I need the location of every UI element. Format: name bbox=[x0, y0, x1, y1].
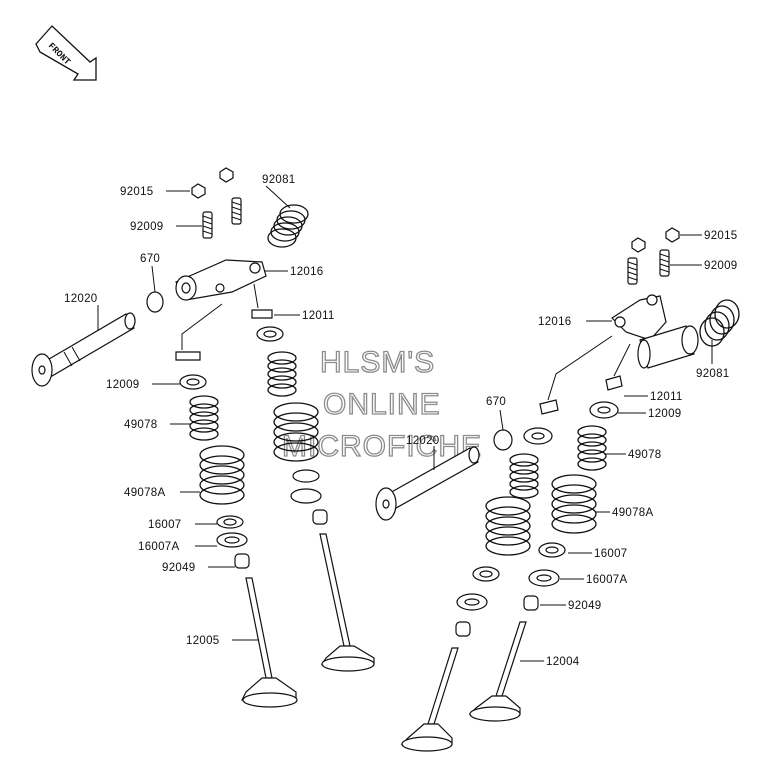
label-16007A-left: 16007A bbox=[138, 541, 179, 553]
adjust-screw-right-a bbox=[627, 257, 638, 285]
part-labels: 92015 92081 92009 670 12016 12020 12011 … bbox=[64, 174, 737, 668]
exhaust-valve-left bbox=[241, 577, 298, 708]
label-92049-left: 92049 bbox=[162, 562, 195, 574]
label-49078-right: 49078 bbox=[628, 449, 661, 461]
spring-seat-left-2 bbox=[292, 469, 320, 483]
label-49078A-left: 49078A bbox=[124, 487, 165, 499]
o-ring-right bbox=[493, 429, 513, 451]
label-670-right: 670 bbox=[486, 396, 506, 408]
label-92015-left: 92015 bbox=[120, 186, 153, 198]
exhaust-valve-left-2 bbox=[319, 533, 375, 672]
inner-spring-right-2 bbox=[577, 425, 607, 471]
label-12004: 12004 bbox=[546, 656, 580, 668]
label-49078A-right: 49078A bbox=[612, 507, 653, 519]
label-12016-right: 12016 bbox=[538, 316, 571, 328]
label-16007-right: 16007 bbox=[594, 548, 627, 560]
label-12009-left: 12009 bbox=[106, 379, 139, 391]
label-49078-left: 49078 bbox=[124, 419, 157, 431]
adjust-screw-left-b bbox=[231, 197, 242, 225]
leader-lines bbox=[97, 185, 713, 662]
stem-seal-left bbox=[234, 553, 250, 569]
label-12020-left: 12020 bbox=[64, 293, 97, 305]
label-12011-left: 12011 bbox=[302, 310, 335, 322]
washer-left-2 bbox=[290, 488, 322, 504]
label-12016-left: 12016 bbox=[290, 266, 323, 278]
label-92049-right: 92049 bbox=[568, 600, 601, 612]
inner-spring-left bbox=[189, 395, 219, 441]
adjust-screw-right-b bbox=[659, 249, 670, 277]
o-ring-left bbox=[146, 291, 164, 313]
outer-spring-right bbox=[485, 496, 531, 556]
label-12020-right: 12020 bbox=[406, 435, 439, 447]
rocker-shaft-right bbox=[637, 325, 699, 369]
tappet-cap-left bbox=[175, 351, 201, 361]
inner-spring-right bbox=[509, 453, 539, 499]
tappet-cap-left-2 bbox=[251, 309, 273, 319]
intake-valve-right bbox=[400, 647, 459, 752]
label-670-left: 670 bbox=[140, 253, 160, 265]
watermark-line-1: HLSM'S bbox=[320, 346, 435, 379]
label-92081-left: 92081 bbox=[262, 174, 295, 186]
nut-left-b bbox=[219, 167, 234, 183]
label-12011-right: 12011 bbox=[650, 391, 683, 403]
rocker-arm-left bbox=[175, 259, 267, 301]
stem-seal-left-2 bbox=[312, 509, 328, 525]
outer-spring-left-2 bbox=[273, 402, 319, 462]
intake-valve-right-2 bbox=[468, 621, 527, 722]
front-direction-arrow: FRONT bbox=[35, 25, 97, 81]
rocker-shaft-left bbox=[31, 312, 136, 387]
rocker-arm-right bbox=[611, 294, 667, 341]
nut-right-b bbox=[665, 227, 680, 243]
rocker-shaft-right-long bbox=[375, 446, 480, 521]
torsion-spring-left bbox=[267, 204, 309, 248]
right-valve-assembly bbox=[375, 227, 740, 752]
torsion-spring-right bbox=[699, 299, 740, 347]
adjust-screw-left-a bbox=[202, 211, 213, 239]
label-12005: 12005 bbox=[186, 635, 219, 647]
nut-left-a bbox=[191, 183, 206, 199]
label-92009-left: 92009 bbox=[130, 221, 163, 233]
inner-spring-left-2 bbox=[267, 351, 297, 397]
nut-right-a bbox=[631, 237, 646, 253]
tappet-cap-right-2 bbox=[605, 375, 623, 391]
stem-seal-right bbox=[455, 621, 471, 637]
label-16007A-right: 16007A bbox=[586, 574, 627, 586]
watermark-line-2: ONLINE bbox=[323, 388, 441, 421]
left-valve-assembly bbox=[31, 167, 375, 708]
label-16007-left: 16007 bbox=[148, 519, 181, 531]
tappet-cap-right bbox=[539, 399, 559, 415]
label-92015-right: 92015 bbox=[704, 230, 737, 242]
label-92009-right: 92009 bbox=[704, 260, 737, 272]
outer-spring-right-2 bbox=[551, 474, 597, 534]
stem-seal-right-2 bbox=[523, 595, 539, 611]
label-92081-right: 92081 bbox=[696, 368, 729, 380]
outer-spring-left bbox=[199, 445, 245, 505]
label-12009-right: 12009 bbox=[648, 408, 681, 420]
